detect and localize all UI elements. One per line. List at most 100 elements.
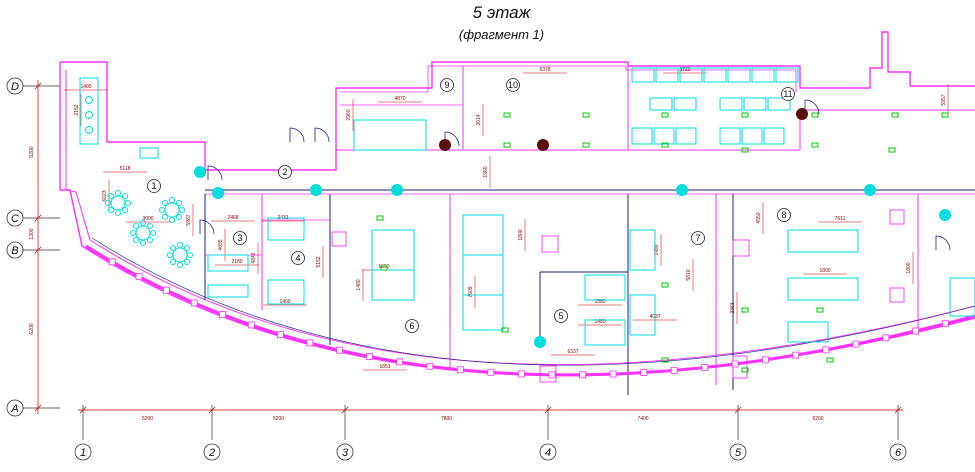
chair: [85, 126, 93, 134]
chair: [149, 229, 157, 237]
internal-dimension-value: 2180: [231, 259, 242, 265]
dim-tick: [34, 214, 42, 222]
internal-dimension-value: 2960: [346, 109, 352, 120]
chair: [132, 222, 140, 230]
light-fixture: [376, 215, 384, 221]
axis-bubble-1: [74, 443, 92, 461]
room-number-5: 5: [558, 311, 563, 321]
door-swing: [289, 127, 305, 143]
facade-window-mullion: [162, 286, 170, 294]
internal-dimension-value: 1400: [279, 299, 290, 305]
curved-facade: [85, 244, 975, 377]
desk: [727, 67, 751, 83]
brown-column-marker: [537, 139, 549, 151]
chair: [124, 199, 132, 207]
facade-window-mullion: [822, 346, 830, 354]
facade-window-mullion: [731, 360, 739, 368]
internal-dimension-value: 2468: [227, 215, 238, 221]
desk: [584, 319, 626, 346]
internal-dimension-value: 7611: [835, 216, 846, 222]
chair: [114, 209, 122, 217]
room-number-10: 10: [508, 80, 518, 90]
dim-tick: [34, 82, 42, 90]
room-number-8: 8: [781, 210, 786, 220]
chair: [183, 258, 191, 266]
facade-window-mullion: [336, 346, 343, 354]
room-number-11: 11: [783, 89, 792, 99]
chair: [107, 206, 115, 214]
facade-window-mullion: [792, 351, 800, 359]
desk: [631, 67, 655, 83]
chair: [114, 189, 122, 197]
room-number-bubble-9: [440, 78, 454, 92]
facade-window-mullion: [701, 364, 709, 371]
light-fixture: [661, 357, 669, 363]
door-swing: [207, 165, 223, 181]
light-fixture: [501, 327, 509, 333]
facade-window-mullion: [487, 368, 495, 376]
dim-tick: [734, 406, 742, 414]
desk: [719, 97, 743, 111]
desk: [675, 127, 697, 145]
light-fixture: [741, 147, 749, 153]
column-marker: [939, 209, 951, 221]
column-square: [889, 209, 905, 225]
axis-label-6: 6: [895, 447, 902, 459]
exterior-wall-north-left: [60, 61, 206, 170]
chair: [132, 236, 140, 244]
chair: [175, 213, 183, 221]
facade-window-mullion: [941, 320, 949, 328]
light-fixture: [741, 307, 749, 313]
light-fixture: [741, 367, 749, 373]
internal-dimension-value: 3363: [730, 302, 736, 313]
facade-window-mullion: [852, 340, 860, 348]
axis-label-4: 4: [545, 447, 551, 459]
chair: [129, 229, 137, 237]
dim-tick: [894, 406, 902, 414]
internal-dimension-value: 4870: [394, 96, 405, 102]
room-number-bubble-8: [777, 208, 791, 222]
room-number-bubble-4: [291, 251, 305, 265]
room-number-bubble-1: [147, 179, 161, 193]
door-swing: [314, 127, 330, 143]
furniture-layer: [79, 67, 975, 346]
chair: [146, 222, 154, 230]
chair: [139, 239, 147, 247]
chair: [183, 244, 191, 252]
internal-dimension-value: 1480: [356, 279, 362, 290]
desk: [741, 127, 763, 145]
room-number-7: 7: [695, 233, 700, 243]
column-marker: [534, 336, 546, 348]
facade-window-mullion: [762, 356, 769, 364]
light-fixture: [661, 142, 669, 148]
desk: [949, 277, 975, 317]
internal-dimension-value: 6720: [679, 67, 690, 73]
axis-label-5: 5: [735, 447, 742, 459]
facade-window-mullion: [277, 331, 284, 338]
column-marker: [676, 184, 688, 196]
door-swing: [199, 219, 215, 235]
column-square: [732, 239, 750, 257]
chair: [176, 261, 184, 269]
light-fixture: [661, 282, 669, 288]
column-marker: [212, 187, 224, 199]
internal-dimension-value: 5118: [120, 166, 131, 172]
internal-dimension-value: 5152: [316, 256, 322, 267]
bottom-dimension-value: 7400: [637, 416, 648, 422]
desk: [679, 67, 703, 83]
chair: [169, 244, 177, 252]
room-number-bubble-2: [278, 165, 292, 179]
light-fixture: [661, 112, 669, 118]
desk: [751, 67, 775, 83]
light-fixture: [741, 112, 749, 118]
light-fixture: [816, 307, 824, 313]
internal-dimension-value: 3000: [142, 216, 153, 222]
room-number-bubble-7: [691, 231, 705, 245]
dim-tick: [34, 404, 42, 412]
desk: [653, 127, 675, 145]
facade-window-mullion: [640, 369, 648, 376]
internal-dimension-value: 4035: [218, 239, 224, 250]
desk: [763, 127, 785, 145]
axis-label-A: A: [10, 403, 18, 415]
